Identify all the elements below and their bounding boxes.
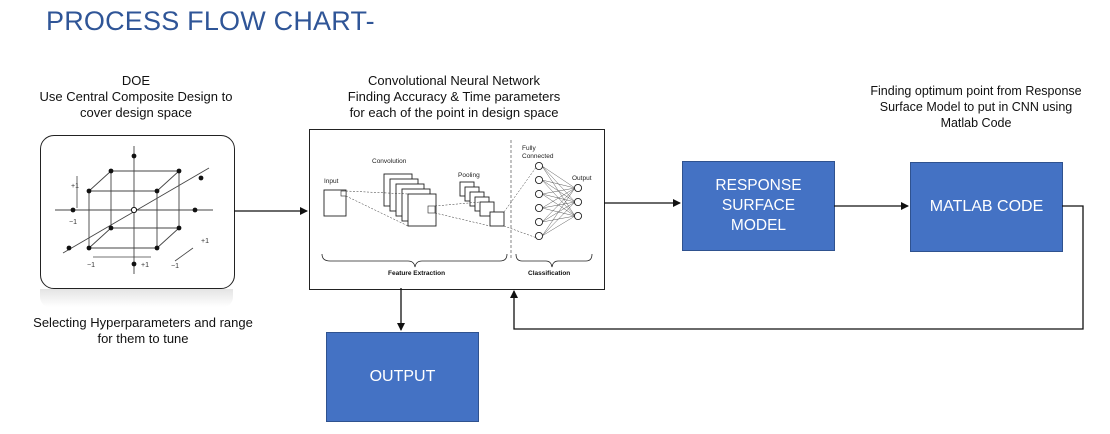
central-composite-design-diagram: +1 −1 −1 +1 −1 +1 bbox=[55, 146, 213, 274]
doe-caption: DOE Use Central Composite Design to cove… bbox=[22, 73, 250, 121]
output-box: OUTPUT bbox=[326, 332, 479, 422]
cnn-fully-connected-label: Connected bbox=[522, 153, 554, 160]
matlab-code-box: MATLAB CODE bbox=[910, 162, 1063, 252]
doe-caption-line: Use Central Composite Design to bbox=[39, 89, 233, 104]
page-title: PROCESS FLOW CHART- bbox=[46, 6, 375, 36]
doe-design-space-image: +1 −1 −1 +1 −1 +1 bbox=[40, 135, 235, 289]
cnn-architecture-image: Input Convolution Pooling Fully Connecte… bbox=[309, 129, 605, 290]
cnn-output-label: Output bbox=[572, 175, 592, 182]
doe-image-reflection bbox=[40, 289, 233, 307]
feature-extraction-label: Feature Extraction bbox=[388, 270, 445, 277]
matlab-code-label: MATLAB CODE bbox=[929, 198, 1044, 215]
output-label: OUTPUT bbox=[369, 368, 436, 385]
classification-label: Classification bbox=[528, 270, 570, 277]
axis-label-minus1: −1 bbox=[87, 262, 95, 269]
doe-caption-line: DOE bbox=[121, 73, 151, 88]
axis-label-plus1: +1 bbox=[71, 183, 79, 190]
cnn-input-label: Input bbox=[324, 178, 339, 185]
cnn-caption: Convolutional Neural Network Finding Acc… bbox=[318, 73, 590, 121]
axis-label-plus1: +1 bbox=[141, 262, 149, 269]
doe-bottom-line: for them to tune bbox=[97, 331, 189, 346]
doe-caption-line: cover design space bbox=[79, 105, 192, 120]
response-surface-model-box: RESPONSE SURFACE MODEL bbox=[682, 161, 835, 251]
cnn-architecture-diagram: Input Convolution Pooling Fully Connecte… bbox=[321, 140, 593, 277]
axis-label-minus1: −1 bbox=[171, 263, 179, 270]
cnn-pooling-label: Pooling bbox=[458, 172, 480, 179]
cnn-caption-line: Finding Accuracy & Time parameters bbox=[347, 89, 561, 104]
axis-label-minus1: −1 bbox=[69, 219, 77, 226]
matlab-caption: Finding optimum point from Response Surf… bbox=[850, 83, 1102, 131]
doe-bottom-caption: Selecting Hyperparameters and range for … bbox=[18, 315, 268, 347]
cnn-caption-line: Convolutional Neural Network bbox=[368, 73, 540, 88]
arrow-matlab-feedback-to-cnn bbox=[510, 205, 1084, 330]
response-surface-line: SURFACE bbox=[721, 197, 796, 214]
matlab-caption-line: Finding optimum point from Response bbox=[870, 84, 1082, 98]
matlab-caption-line: Matlab Code bbox=[940, 116, 1012, 130]
response-surface-line: RESPONSE bbox=[715, 177, 802, 194]
axis-label-plus1: +1 bbox=[201, 238, 209, 245]
cnn-fully-connected-label: Fully bbox=[522, 145, 536, 152]
cnn-caption-line: for each of the point in design space bbox=[349, 105, 559, 120]
cnn-convolution-label: Convolution bbox=[372, 158, 407, 165]
doe-bottom-line: Selecting Hyperparameters and range bbox=[33, 315, 253, 330]
response-surface-line: MODEL bbox=[730, 217, 787, 234]
matlab-caption-line: Surface Model to put in CNN using bbox=[879, 100, 1073, 114]
